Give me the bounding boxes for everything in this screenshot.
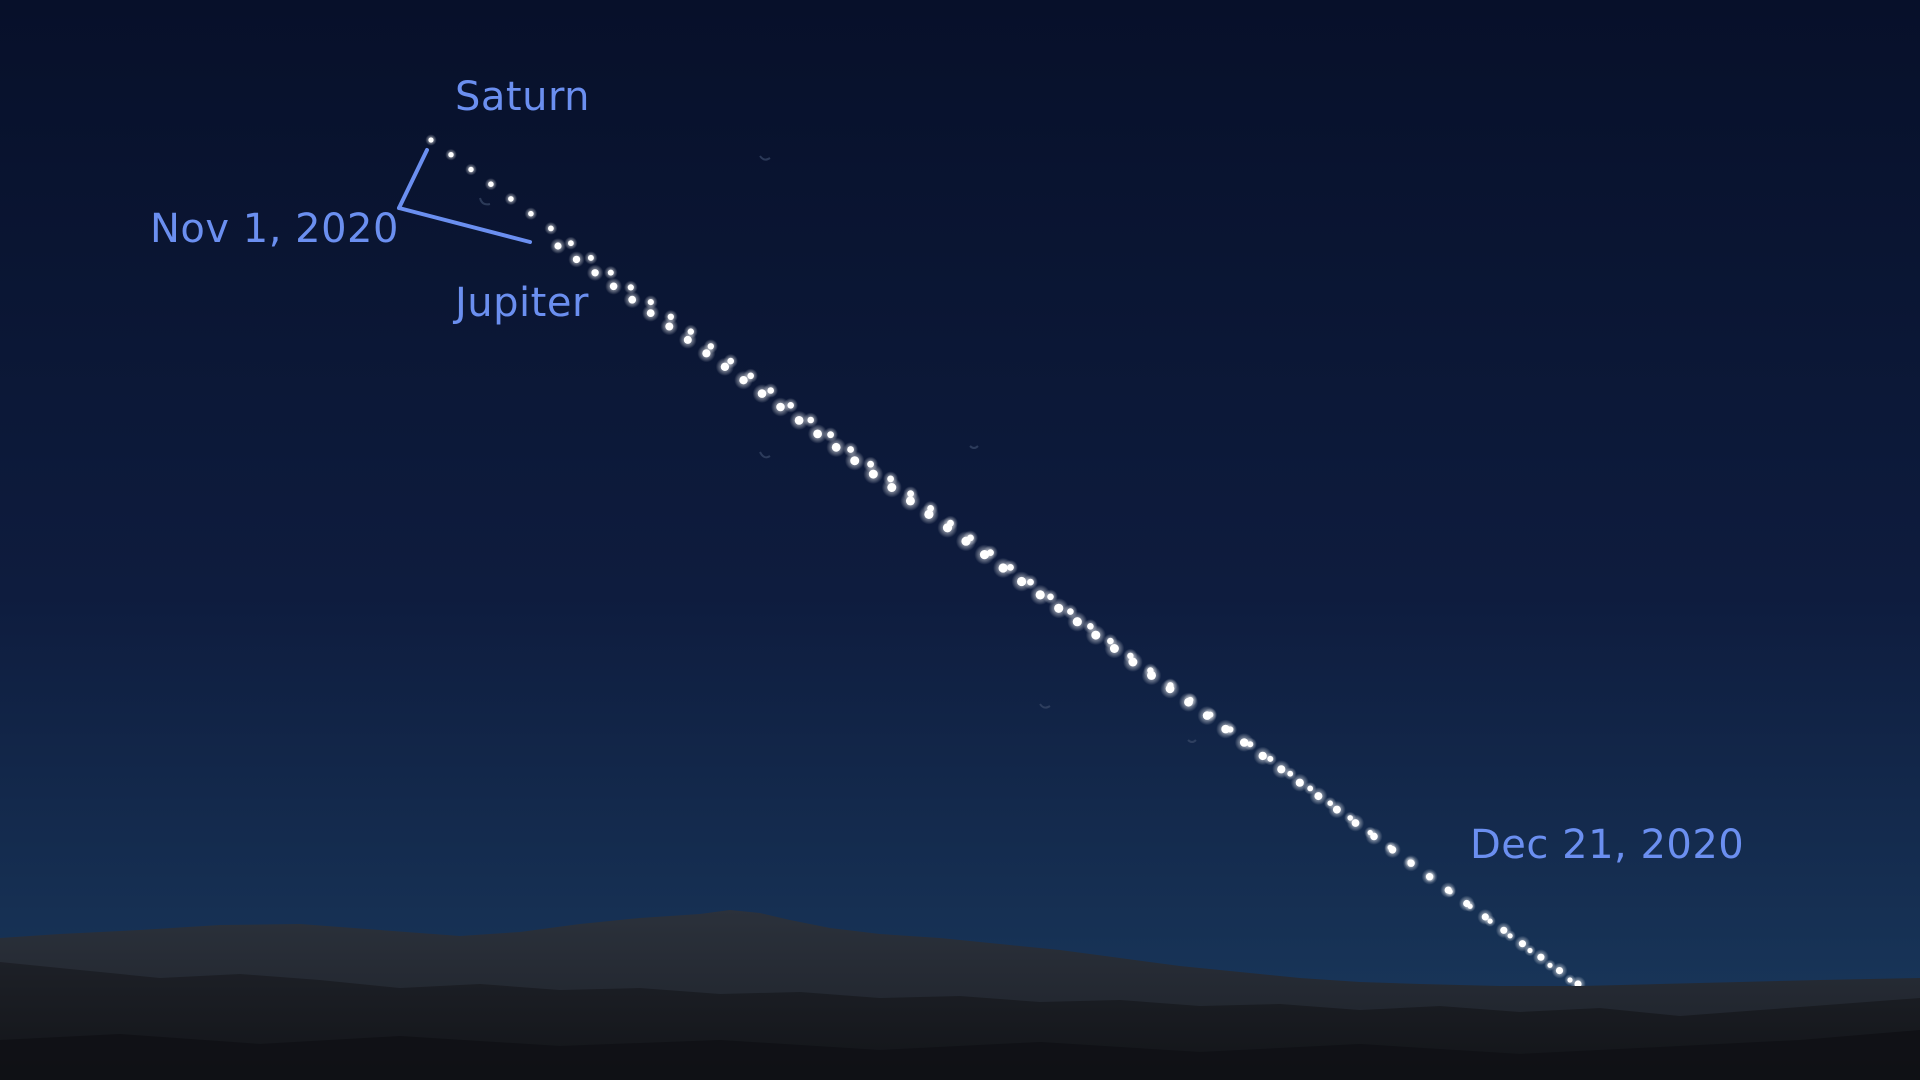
- jupiter-position-dot-icon: [683, 335, 692, 344]
- crescent-moon-icon: [1039, 703, 1051, 709]
- jupiter-position-dot-icon: [813, 429, 822, 439]
- saturn-position-dot-icon: [1547, 962, 1553, 968]
- jupiter-position-dot-icon: [1518, 940, 1526, 948]
- bracket-pointer-icon: [397, 148, 532, 244]
- saturn-position-dot-icon: [468, 166, 474, 173]
- saturn-position-dot-icon: [428, 137, 434, 143]
- jupiter-position-dot-icon: [1128, 657, 1138, 667]
- jupiter-position-dot-icon: [1202, 711, 1212, 720]
- jupiter-position-dot-icon: [665, 322, 674, 331]
- saturn-position-dot-icon: [827, 431, 834, 439]
- jupiter-position-dot-icon: [1295, 778, 1304, 787]
- saturn-position-dot-icon: [488, 181, 494, 187]
- jupiter-position-dot-icon: [720, 362, 730, 371]
- jupiter-position-dot-icon: [1054, 603, 1064, 613]
- jupiter-position-dot-icon: [1463, 899, 1471, 908]
- jupiter-position-dot-icon: [850, 456, 860, 466]
- jupiter-position-dot-icon: [1109, 644, 1119, 653]
- jupiter-position-dot-icon: [1351, 819, 1360, 827]
- jupiter-label: Jupiter: [452, 280, 589, 326]
- jupiter-position-dot-icon: [942, 523, 953, 533]
- pointer-line-saturn: [397, 148, 429, 210]
- saturn-position-dot-icon: [568, 240, 574, 247]
- jupiter-position-dot-icon: [905, 496, 915, 506]
- crescent-moon-icon: [759, 451, 771, 459]
- jupiter-position-dot-icon: [776, 402, 785, 412]
- jupiter-position-dot-icon: [757, 389, 767, 398]
- jupiter-position-dot-icon: [572, 255, 581, 264]
- saturn-position-dot-icon: [607, 269, 614, 276]
- jupiter-position-dot-icon: [1277, 765, 1286, 774]
- saturn-position-dot-icon: [647, 299, 654, 306]
- jupiter-position-dot-icon: [924, 509, 934, 519]
- jupiter-position-dot-icon: [887, 483, 897, 492]
- jupiter-position-dot-icon: [998, 563, 1008, 573]
- saturn-position-dot-icon: [587, 254, 594, 261]
- crescent-moon-icon: [479, 197, 491, 206]
- jupiter-position-dot-icon: [868, 469, 878, 479]
- jupiter-position-dot-icon: [1165, 684, 1175, 694]
- jupiter-position-dot-icon: [1147, 670, 1156, 680]
- jupiter-position-dot-icon: [1537, 953, 1545, 961]
- jupiter-position-dot-icon: [591, 269, 599, 277]
- jupiter-position-dot-icon: [628, 295, 637, 304]
- jupiter-position-dot-icon: [794, 416, 804, 425]
- saturn-position-dot-icon: [548, 225, 554, 232]
- crescent-moon-icon: [1187, 739, 1197, 743]
- jupiter-position-dot-icon: [1091, 630, 1101, 640]
- jupiter-position-dot-icon: [1314, 792, 1323, 801]
- jupiter-position-dot-icon: [1239, 738, 1249, 747]
- saturn-label: Saturn: [455, 74, 590, 120]
- faint-crescent-moons-icon: [479, 155, 1197, 743]
- jupiter-position-dot-icon: [1072, 617, 1082, 627]
- jupiter-position-dot-icon: [1221, 724, 1230, 734]
- saturn-position-dot-icon: [627, 284, 634, 291]
- saturn-position-dot-icon: [528, 210, 534, 217]
- jupiter-position-dot-icon: [1481, 913, 1489, 921]
- jupiter-position-dot-icon: [1444, 886, 1452, 894]
- crescent-moon-icon: [759, 155, 771, 161]
- jupiter-position-dot-icon: [1184, 697, 1193, 707]
- jupiter-position-dot-icon: [831, 442, 841, 452]
- jupiter-position-dot-icon: [1035, 590, 1045, 600]
- saturn-position-dot-icon: [1527, 947, 1533, 954]
- jupiter-position-dot-icon: [979, 550, 990, 560]
- jupiter-position-dot-icon: [1500, 926, 1508, 934]
- jupiter-position-dot-icon: [646, 309, 655, 317]
- jupiter-position-dot-icon: [1370, 832, 1378, 841]
- start-date-label: Nov 1, 2020: [150, 206, 399, 252]
- jupiter-position-dot-icon: [1017, 576, 1027, 587]
- jupiter-position-dot-icon: [1388, 846, 1397, 854]
- jupiter-position-dot-icon: [1332, 805, 1341, 814]
- jupiter-position-dot-icon: [1258, 751, 1267, 761]
- saturn-position-dot-icon: [448, 152, 454, 158]
- jupiter-position-dot-icon: [961, 536, 971, 546]
- jupiter-position-dot-icon: [609, 282, 618, 291]
- jupiter-position-dot-icon: [739, 376, 748, 385]
- saturn-position-dot-icon: [508, 196, 514, 202]
- crescent-moon-icon: [969, 445, 979, 449]
- jupiter-position-dot-icon: [1425, 873, 1434, 881]
- jupiter-position-dot-icon: [1555, 967, 1564, 975]
- jupiter-position-dot-icon: [1574, 980, 1582, 988]
- foreground-ridge: [0, 1030, 1920, 1080]
- pointer-line-jupiter: [397, 206, 532, 244]
- jupiter-position-dot-icon: [554, 242, 562, 250]
- saturn-position-dot-icon: [1307, 785, 1314, 792]
- jupiter-position-dot-icon: [1407, 859, 1415, 867]
- jupiter-position-dot-icon: [702, 349, 711, 358]
- saturn-position-dot-icon: [807, 416, 814, 424]
- end-date-label: Dec 21, 2020: [1470, 822, 1744, 868]
